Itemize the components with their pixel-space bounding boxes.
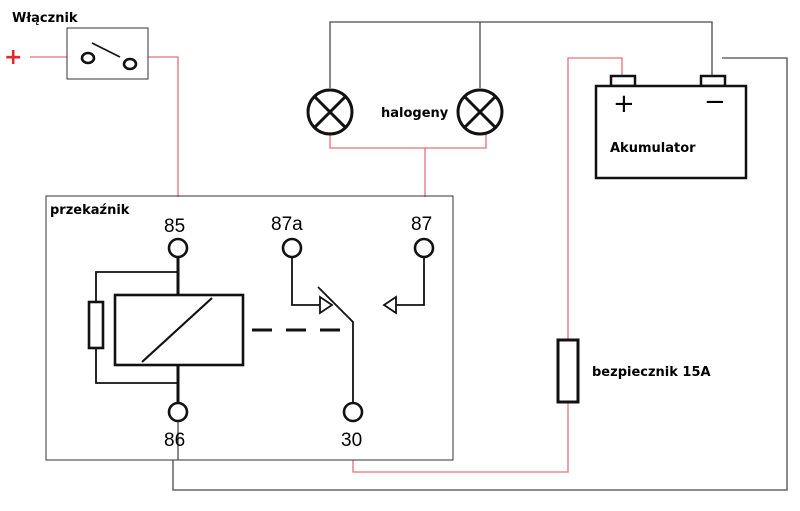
contact-87-wire bbox=[396, 257, 425, 306]
lamp-left bbox=[306, 88, 354, 136]
relay-frame bbox=[45, 195, 454, 461]
battery-terminal-plus bbox=[609, 74, 637, 88]
battery-label: Akumulator bbox=[610, 141, 696, 156]
lamps: halogeny bbox=[306, 88, 504, 136]
relay: przekaźnik 85 87a 87 86 30 bbox=[45, 195, 454, 461]
coil-bypass-bottom bbox=[95, 348, 178, 384]
battery-body bbox=[594, 84, 748, 180]
coil-bypass-top bbox=[95, 271, 178, 302]
pin-85 bbox=[167, 237, 189, 259]
pin-87a bbox=[281, 237, 303, 259]
positive-input-marker: + bbox=[4, 45, 22, 70]
switch-label: Włącznik bbox=[12, 11, 78, 26]
battery-terminal-minus bbox=[699, 74, 727, 88]
switch: Włącznik + bbox=[4, 11, 149, 80]
contact-87-arrow bbox=[382, 295, 397, 315]
battery: + − Akumulator bbox=[594, 74, 748, 180]
battery-minus-sign: − bbox=[704, 87, 726, 117]
wire-lamps-87 bbox=[329, 132, 487, 149]
pin-30-label: 30 bbox=[341, 430, 362, 451]
pin-86 bbox=[167, 401, 189, 423]
battery-plus-sign: + bbox=[613, 89, 635, 119]
fuse: bezpiecznik 15A bbox=[556, 338, 711, 404]
contact-30-armature bbox=[317, 286, 354, 403]
wire-fuse-30 bbox=[352, 402, 569, 473]
pin-85-label: 85 bbox=[164, 216, 185, 237]
wire-lamp-left-top bbox=[329, 21, 713, 88]
coil-bypass-resistor bbox=[87, 300, 105, 350]
black-wires bbox=[172, 21, 788, 491]
contact-87a-wire bbox=[291, 257, 320, 306]
lamps-label: halogeny bbox=[381, 106, 449, 121]
fuse-body bbox=[556, 338, 580, 404]
switch-contact-left bbox=[80, 51, 96, 65]
wire-switch-85 bbox=[148, 56, 179, 197]
pin-87 bbox=[413, 237, 435, 259]
relay-label: przekaźnik bbox=[50, 203, 130, 218]
pin-87-label: 87 bbox=[411, 214, 432, 235]
lamp-right bbox=[456, 88, 504, 136]
switch-lever bbox=[91, 42, 121, 58]
red-wires bbox=[30, 56, 623, 473]
fuse-label: bezpiecznik 15A bbox=[592, 365, 711, 380]
switch-body bbox=[66, 27, 149, 80]
pin-30 bbox=[342, 401, 364, 423]
relay-coil bbox=[113, 293, 245, 367]
wire-bat-fuse bbox=[567, 57, 623, 340]
relay-coil-diagonal bbox=[141, 297, 213, 363]
switch-contact-right bbox=[122, 57, 138, 71]
pin-87a-label: 87a bbox=[271, 214, 303, 235]
wire-ground-loop bbox=[172, 57, 788, 491]
contact-87a-arrow bbox=[319, 295, 334, 315]
pin-86-label: 86 bbox=[164, 430, 185, 451]
